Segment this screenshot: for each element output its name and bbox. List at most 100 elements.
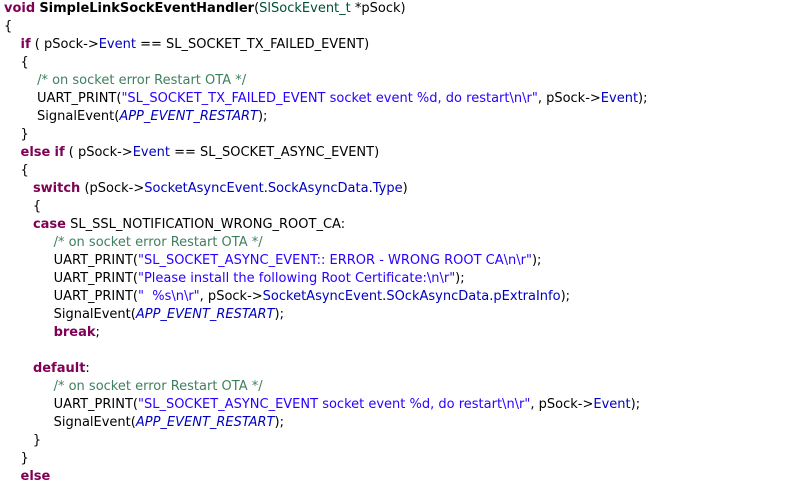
code-line: UART_PRINT("SL_SOCKET_ASYNC_EVENT:: ERRO… bbox=[4, 252, 542, 270]
code-line: SignalEvent(APP_EVENT_RESTART); bbox=[4, 306, 284, 324]
code-token: == SL_SOCKET_TX_FAILED_EVENT) bbox=[135, 37, 370, 52]
code-token: { bbox=[4, 163, 29, 178]
code-token: , pSock-> bbox=[199, 289, 263, 304]
code-line: /* on socket error Restart OTA */ bbox=[4, 378, 263, 396]
code-line: else if ( pSock->Event == SL_SOCKET_ASYN… bbox=[4, 144, 380, 162]
code-token: . bbox=[368, 181, 373, 196]
keyword-token: switch bbox=[32, 181, 81, 196]
code-token: UART_PRINT( bbox=[4, 289, 138, 304]
keyword-token: break bbox=[53, 325, 96, 340]
code-token: . bbox=[382, 289, 387, 304]
code-token: ( bbox=[254, 1, 260, 16]
keyword-token: case bbox=[32, 217, 66, 232]
code-token bbox=[4, 379, 54, 394]
code-line: { bbox=[4, 198, 41, 216]
code-token: ); bbox=[638, 91, 648, 106]
code-line: UART_PRINT(" %s\n\r", pSock->SocketAsync… bbox=[4, 288, 570, 306]
code-token: UART_PRINT( bbox=[4, 397, 138, 412]
code-token: UART_PRINT( bbox=[4, 91, 122, 106]
code-token: SignalEvent( bbox=[4, 415, 136, 430]
code-line: switch (pSock->SocketAsyncEvent.SockAsyn… bbox=[4, 180, 408, 198]
string-literal-token: "SL_SOCKET_ASYNC_EVENT socket event %d, … bbox=[137, 397, 531, 412]
code-token: ) bbox=[402, 181, 408, 196]
field-token: SOckAsyncData bbox=[386, 289, 490, 304]
code-token: { bbox=[4, 199, 42, 214]
string-literal-token: " %s\n\r" bbox=[137, 289, 200, 304]
field-token: Event bbox=[98, 37, 136, 52]
code-token: ( pSock-> bbox=[64, 145, 133, 160]
code-line: } bbox=[4, 126, 29, 144]
keyword-token: void bbox=[4, 1, 36, 16]
macro-token: APP_EVENT_RESTART bbox=[135, 415, 275, 430]
code-token bbox=[4, 37, 21, 52]
string-literal-token: "SL_SOCKET_TX_FAILED_EVENT socket event … bbox=[121, 91, 538, 106]
comment-token: /* on socket error Restart OTA */ bbox=[53, 235, 263, 250]
code-token: UART_PRINT( bbox=[4, 271, 138, 286]
code-token: ); bbox=[274, 307, 284, 322]
code-token bbox=[4, 361, 33, 376]
field-token: Type bbox=[372, 181, 403, 196]
code-token: : bbox=[85, 361, 90, 376]
code-token: SL_SSL_NOTIFICATION_WRONG_ROOT_CA: bbox=[65, 217, 346, 232]
code-token: . bbox=[263, 181, 268, 196]
code-token bbox=[4, 217, 33, 232]
string-literal-token: "Please install the following Root Certi… bbox=[137, 271, 456, 286]
code-line: break; bbox=[4, 324, 100, 342]
code-line: } bbox=[4, 432, 41, 450]
code-line: UART_PRINT("SL_SOCKET_TX_FAILED_EVENT so… bbox=[4, 90, 648, 108]
code-token: (pSock-> bbox=[80, 181, 145, 196]
field-token: SocketAsyncEvent bbox=[144, 181, 264, 196]
field-token: SockAsyncData bbox=[267, 181, 369, 196]
field-token: Event bbox=[132, 145, 170, 160]
code-line: /* on socket error Restart OTA */ bbox=[4, 72, 246, 90]
code-token: UART_PRINT( bbox=[4, 253, 138, 268]
field-token: pExtraInfo bbox=[493, 289, 561, 304]
type-token: SlSockEvent_t bbox=[259, 1, 351, 16]
field-token: Event bbox=[593, 397, 631, 412]
code-token: SignalEvent( bbox=[4, 307, 136, 322]
field-token: SocketAsyncEvent bbox=[262, 289, 383, 304]
code-token bbox=[4, 73, 37, 88]
code-token: ); bbox=[257, 109, 268, 124]
code-line: if ( pSock->Event == SL_SOCKET_TX_FAILED… bbox=[4, 36, 370, 54]
code-line: case SL_SSL_NOTIFICATION_WRONG_ROOT_CA: bbox=[4, 216, 345, 234]
string-literal-token: "SL_SOCKET_ASYNC_EVENT:: ERROR - WRONG R… bbox=[137, 253, 532, 268]
code-token: ); bbox=[560, 289, 571, 304]
code-token: , pSock-> bbox=[530, 397, 594, 412]
code-token: { bbox=[4, 19, 13, 34]
code-token bbox=[4, 181, 33, 196]
code-line: } bbox=[4, 450, 29, 468]
code-line: { bbox=[4, 162, 29, 180]
code-token: } bbox=[4, 433, 42, 448]
code-token bbox=[4, 469, 21, 484]
code-line: void SimpleLinkSockEventHandler(SlSockEv… bbox=[4, 0, 406, 18]
code-token: ); bbox=[630, 397, 641, 412]
comment-token: /* on socket error Restart OTA */ bbox=[37, 73, 247, 88]
code-token: ; bbox=[95, 325, 100, 340]
code-line: /* on socket error Restart OTA */ bbox=[4, 234, 263, 252]
code-token: } bbox=[4, 451, 29, 466]
keyword-token: default bbox=[32, 361, 86, 376]
keyword-token: else bbox=[20, 145, 51, 160]
code-token bbox=[4, 235, 54, 250]
code-token: ); bbox=[274, 415, 284, 430]
code-token: . bbox=[489, 289, 494, 304]
code-token: == SL_SOCKET_ASYNC_EVENT) bbox=[169, 145, 380, 160]
field-token: Event bbox=[600, 91, 639, 106]
code-token: , pSock-> bbox=[537, 91, 601, 106]
code-token: ); bbox=[531, 253, 542, 268]
macro-token: APP_EVENT_RESTART bbox=[119, 109, 258, 124]
keyword-token: if bbox=[54, 145, 65, 160]
code-token: SignalEvent( bbox=[4, 109, 120, 124]
code-token: ( pSock-> bbox=[30, 37, 99, 52]
code-line: { bbox=[4, 54, 29, 72]
code-token: { bbox=[4, 55, 29, 70]
keyword-token: if bbox=[20, 37, 31, 52]
code-line: else bbox=[4, 468, 51, 486]
code-token: } bbox=[4, 127, 29, 142]
code-token: *pSock) bbox=[350, 1, 406, 16]
function-name-token: SimpleLinkSockEventHandler bbox=[39, 1, 255, 16]
code-token bbox=[4, 325, 54, 340]
code-token: ); bbox=[455, 271, 465, 286]
